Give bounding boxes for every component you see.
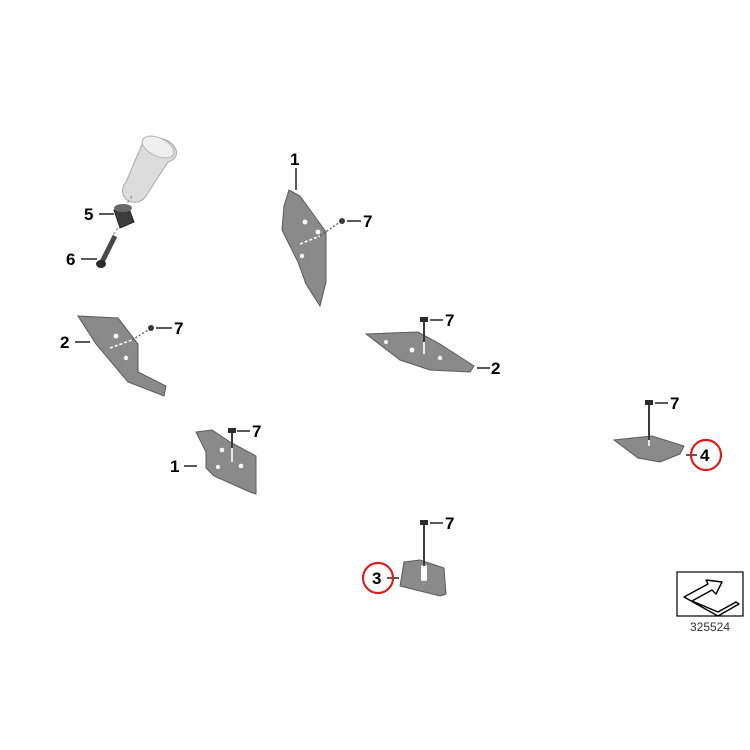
callout-7-f: 7 xyxy=(445,514,454,533)
callout-7-d: 7 xyxy=(252,422,261,441)
callout-6: 6 xyxy=(66,250,75,269)
plate-part-4: 7 4 xyxy=(612,394,723,472)
highlight-ring-3 xyxy=(361,561,395,595)
hand-grip-assembly: 5 6 xyxy=(66,135,177,269)
callout-7-a: 7 xyxy=(363,212,372,231)
callout-1-lower: 1 xyxy=(170,457,179,476)
callout-7-e: 7 xyxy=(670,394,679,413)
callout-2-left: 2 xyxy=(60,333,69,352)
callout-7-c: 7 xyxy=(445,311,454,330)
callout-4: 4 xyxy=(700,446,710,465)
callout-5: 5 xyxy=(84,205,93,224)
plate-part-2-left: 2 7 xyxy=(60,315,183,397)
callout-2-right: 2 xyxy=(491,359,500,378)
direction-arrow-icon xyxy=(683,579,740,617)
plate-part-1-upper: 1 7 xyxy=(281,150,372,308)
grip-bolt xyxy=(96,234,118,268)
callout-7-b: 7 xyxy=(174,319,183,338)
grip-nut xyxy=(113,204,135,229)
plate-part-2-right: 7 2 xyxy=(364,311,500,378)
callout-1-upper: 1 xyxy=(290,150,299,169)
diagram-reference: 325524 xyxy=(676,571,744,634)
plate-part-1-lower: 7 1 xyxy=(170,422,261,495)
plate-part-3: 7 3 xyxy=(361,514,454,597)
grip-handle xyxy=(122,135,177,203)
highlight-ring-4 xyxy=(689,438,723,472)
callout-3: 3 xyxy=(372,569,381,588)
diagram-number: 325524 xyxy=(690,620,730,634)
